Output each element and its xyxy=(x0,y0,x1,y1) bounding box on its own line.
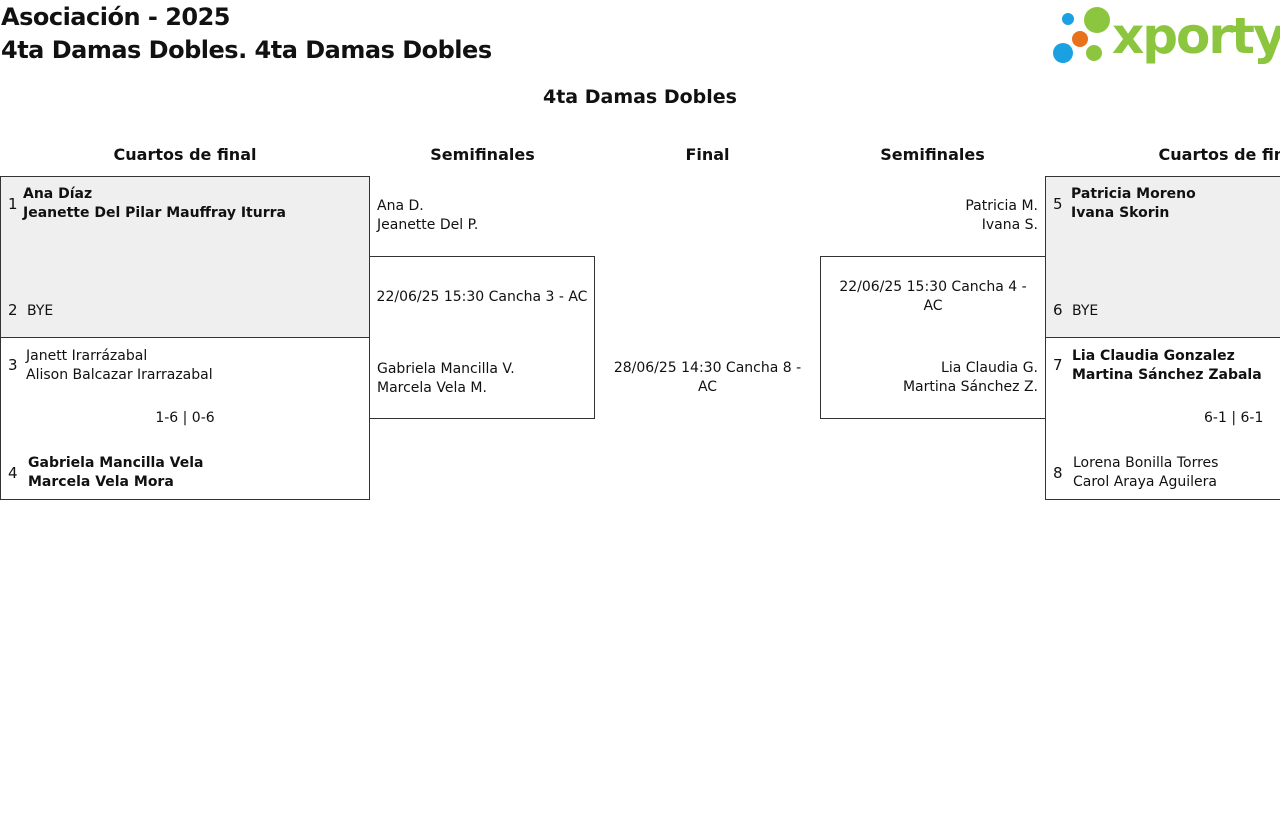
player-name: Janett Irarrázabal xyxy=(26,348,148,364)
sf-player-name: Patricia M. xyxy=(965,198,1038,214)
player-name: Lia Claudia Gonzalez xyxy=(1072,348,1235,364)
final-schedule: 28/06/25 14:30 Cancha 8 - AC xyxy=(595,359,820,397)
match-schedule: 22/06/25 15:30 Cancha 4 - AC xyxy=(821,278,1045,316)
sf-player-name: Lia Claudia G. xyxy=(941,360,1038,376)
sf-player-name: Martina Sánchez Z. xyxy=(902,379,1038,395)
seed-number: 3 xyxy=(8,356,18,374)
schedule-line1: 22/06/25 15:30 Cancha 4 - xyxy=(839,279,1027,295)
final-schedule-line1: 28/06/25 14:30 Cancha 8 - xyxy=(613,360,802,376)
bracket-title: 4ta Damas Dobles xyxy=(542,86,737,108)
player-name: Patricia Moreno xyxy=(1071,186,1196,202)
sf-player-name: Marcela Vela M. xyxy=(377,380,487,396)
match-schedule: 22/06/25 15:30 Cancha 3 - AC xyxy=(376,289,588,305)
sf-player-name: Ivana S. xyxy=(981,217,1038,233)
seed-number: 4 xyxy=(8,464,18,482)
match-score: 1-6 | 0-6 xyxy=(155,410,215,426)
tournament-title: Asociación - 2025 xyxy=(1,3,231,31)
player-name: Ivana Skorin xyxy=(1071,205,1170,221)
round-header-final: Final xyxy=(685,145,730,164)
match-card-right-qf-1[interactable]: 5 Patricia Moreno Ivana Skorin 6 BYE xyxy=(1045,176,1280,338)
round-header-left-sf: Semifinales xyxy=(430,145,535,164)
seed-number: 7 xyxy=(1053,356,1063,374)
player-name: Martina Sánchez Zabala xyxy=(1072,367,1262,383)
seed-number: 2 xyxy=(8,301,18,319)
logo-dots-icon xyxy=(1053,7,1110,63)
player-name: Jeanette Del Pilar Mauffray Iturra xyxy=(23,205,286,221)
bye-label: BYE xyxy=(1072,303,1099,319)
sf-player-name: Ana D. xyxy=(377,198,424,214)
match-card-left-qf-1[interactable]: 1 Ana Díaz Jeanette Del Pilar Mauffray I… xyxy=(0,176,370,338)
match-card-right-qf-2[interactable]: 7 Lia Claudia Gonzalez Martina Sánchez Z… xyxy=(1045,337,1280,500)
match-card-right-sf[interactable]: 22/06/25 15:30 Cancha 4 - AC Lia Claudia… xyxy=(820,256,1046,419)
round-header-right-qf: Cuartos de final xyxy=(1158,145,1280,164)
schedule-line2: AC xyxy=(923,298,943,314)
match-card-left-sf[interactable]: 22/06/25 15:30 Cancha 3 - AC Gabriela Ma… xyxy=(369,256,595,419)
bye-label: BYE xyxy=(27,303,54,319)
logo-text: xporty xyxy=(1112,7,1280,65)
seed-number: 6 xyxy=(1053,301,1063,319)
category-title: 4ta Damas Dobles. 4ta Damas Dobles xyxy=(1,36,492,64)
xporty-logo: xporty xyxy=(1050,4,1280,68)
seed-number: 5 xyxy=(1053,195,1063,213)
player-name: Gabriela Mancilla Vela xyxy=(28,455,204,471)
round-header-left-qf: Cuartos de final xyxy=(113,145,257,164)
round-header-right-sf: Semifinales xyxy=(880,145,985,164)
sf-player-name: Jeanette Del P. xyxy=(377,217,479,233)
player-name: Ana Díaz xyxy=(23,186,93,202)
player-name: Marcela Vela Mora xyxy=(28,474,174,490)
final-schedule-line2: AC xyxy=(697,379,718,395)
match-score: 6-1 | 6-1 xyxy=(1204,410,1264,426)
player-name: Lorena Bonilla Torres xyxy=(1073,455,1219,471)
match-card-left-qf-2[interactable]: 3 Janett Irarrázabal Alison Balcazar Ira… xyxy=(0,337,370,500)
player-name: Alison Balcazar Irarrazabal xyxy=(26,367,213,383)
sf-player-name: Gabriela Mancilla V. xyxy=(377,361,515,377)
seed-number: 8 xyxy=(1053,464,1063,482)
seed-number: 1 xyxy=(8,195,18,213)
player-name: Carol Araya Aguilera xyxy=(1073,474,1217,490)
